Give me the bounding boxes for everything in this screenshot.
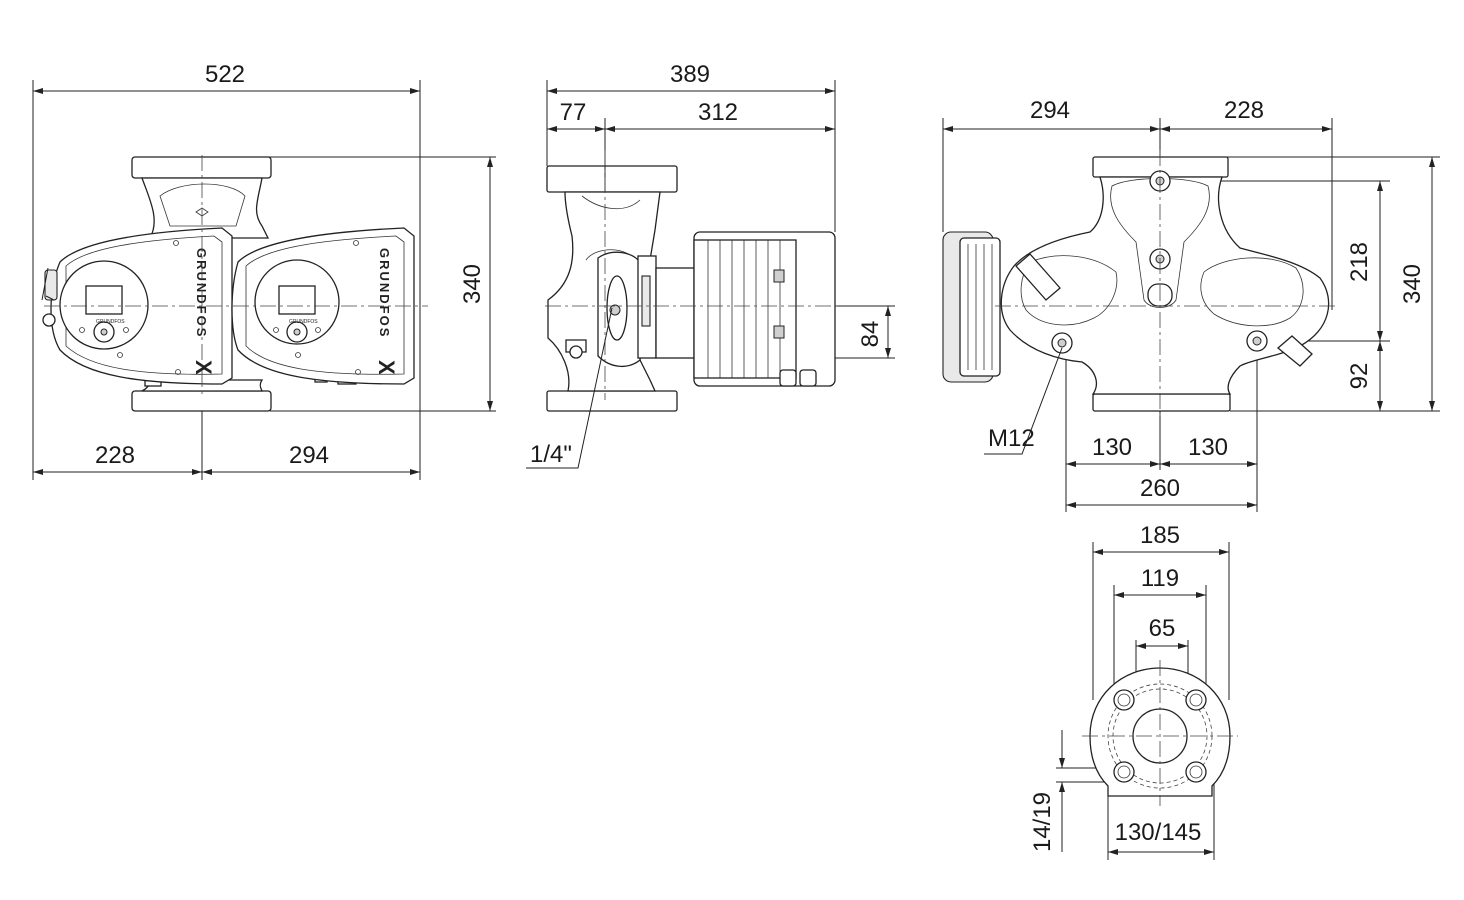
dim-overall-depth: 389 [670,61,710,88]
dim-vent-thread: 1/4" [530,441,572,468]
brand-name-right: GRUNDFOS [377,248,392,338]
dim-left-offset: 228 [95,442,135,469]
leader-foot-thread [984,347,1063,455]
front-view: 522 228 294 340 GRUNDFOS [32,61,496,480]
dim-pitch-circle: 130/145 [1115,819,1202,846]
dim-bolt-circle: 119 [1141,565,1179,592]
dim-overall-width: 522 [205,61,245,88]
svg-text:GRUNDFOS: GRUNDFOS [289,319,318,325]
dim-foot-left: 130 [1092,434,1132,461]
dim-right-offset: 294 [289,442,329,469]
dim-axis-height: 84 [857,321,884,348]
dim-foot-span: 260 [1140,475,1180,502]
dim-rear-right-width: 228 [1224,97,1264,124]
dim-bolt-holes: 14/19 [1029,792,1056,852]
brand-mark-left: X [191,360,216,377]
dim-flange-offset: 77 [560,99,587,126]
dim-bore: 65 [1149,615,1176,642]
flange-view: 185 119 65 130/145 14/19 [1029,522,1238,860]
svg-text:GRUNDFOS: GRUNDFOS [96,319,125,325]
dim-foot-right: 130 [1188,434,1228,461]
brand-name-left: GRUNDFOS [194,248,209,338]
dim-motor-length: 312 [698,99,738,126]
rear-view: 294 228 218 92 340 130 130 260 [942,97,1440,512]
dim-total-height: 340 [1399,264,1426,304]
dim-height: 340 [459,264,486,304]
brand-mark-right: X [374,360,399,377]
dim-foot-thread: M12 [988,425,1035,452]
left-pump-head: GRUNDFOS GRUNDFOS X [41,227,233,385]
side-view: 389 77 312 84 [526,61,895,469]
dim-lower-height: 92 [1346,363,1373,390]
leader-vent-thread [526,307,613,469]
dim-outer-diameter: 185 [1140,522,1180,549]
dim-rear-left-width: 294 [1030,97,1070,124]
dim-upper-height: 218 [1346,242,1373,282]
